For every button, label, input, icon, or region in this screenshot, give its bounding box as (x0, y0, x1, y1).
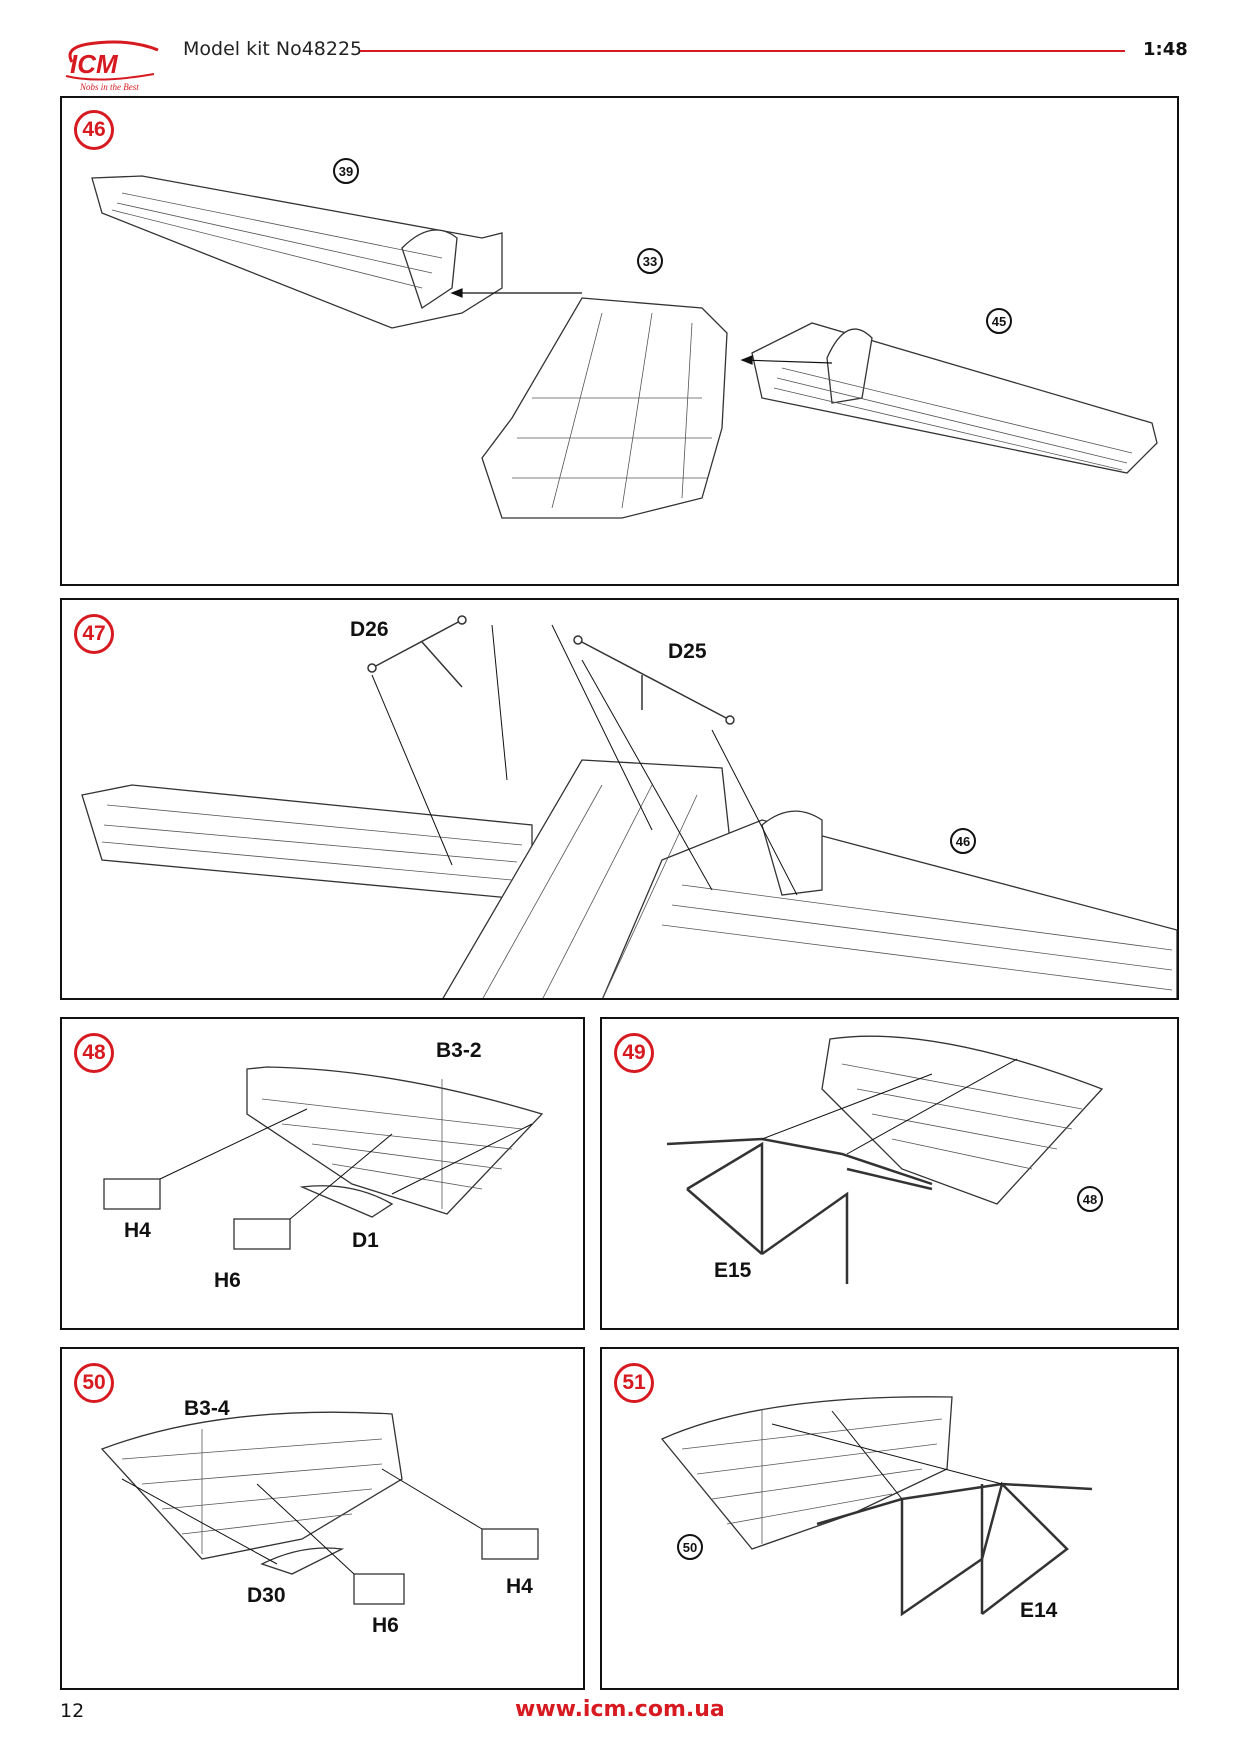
step-number-badge: 51 (614, 1363, 654, 1403)
part-label: H4 (506, 1575, 533, 1598)
svg-text:ICM: ICM (70, 49, 119, 79)
scale-label: 1:48 (1143, 39, 1188, 60)
part-label: D26 (350, 618, 389, 641)
model-kit-title: Model kit No48225 (183, 38, 363, 60)
step-49-illustration (666, 1035, 1104, 1284)
part-reference-circle: 50 (677, 1534, 703, 1560)
step-48-illustration (103, 1066, 544, 1250)
header-divider (360, 50, 1125, 52)
step-number-badge: 46 (74, 110, 114, 150)
part-label: E15 (714, 1259, 752, 1282)
step-47-panel: 47 D26 D25 46 (60, 598, 1179, 1000)
part-label: H6 (372, 1614, 399, 1637)
step-50-panel: 50 B3-4 D30 H6 H4 (60, 1347, 585, 1690)
website-url: www.icm.com.ua (515, 1697, 725, 1722)
icm-logo: ICM Nobs in the Best (65, 40, 159, 92)
step-51-illustration (660, 1396, 1093, 1617)
step-number-badge: 50 (74, 1363, 114, 1403)
step-51-panel: 51 50 E14 (600, 1347, 1179, 1690)
part-label: B3-4 (184, 1397, 230, 1420)
part-reference-circle: 33 (637, 248, 663, 274)
step-number-badge: 49 (614, 1033, 654, 1073)
part-reference-circle: 39 (333, 158, 359, 184)
part-label: D1 (352, 1229, 379, 1252)
part-label: E14 (1020, 1599, 1058, 1622)
step-46-illustration (91, 175, 1158, 519)
part-label: B3-2 (436, 1039, 482, 1062)
step-number-badge: 47 (74, 614, 114, 654)
part-reference-circle: 46 (950, 828, 976, 854)
step-47-illustration (81, 615, 1177, 998)
page-header: ICM Nobs in the Best Model kit No48225 1… (0, 0, 1238, 100)
part-label: H4 (124, 1219, 151, 1242)
page-number: 12 (60, 1700, 85, 1722)
step-number-badge: 48 (74, 1033, 114, 1073)
step-48-panel: 48 B3-2 H4 H6 D1 (60, 1017, 585, 1330)
step-46-panel: 46 39 33 45 (60, 96, 1179, 586)
part-reference-circle: 45 (986, 308, 1012, 334)
part-reference-circle: 48 (1077, 1186, 1103, 1212)
step-49-panel: 49 48 E15 (600, 1017, 1179, 1330)
part-label: D30 (247, 1584, 286, 1607)
part-label: H6 (214, 1269, 241, 1292)
step-50-illustration (100, 1411, 539, 1605)
svg-text:Nobs in the Best: Nobs in the Best (79, 82, 139, 92)
part-label: D25 (668, 640, 707, 663)
